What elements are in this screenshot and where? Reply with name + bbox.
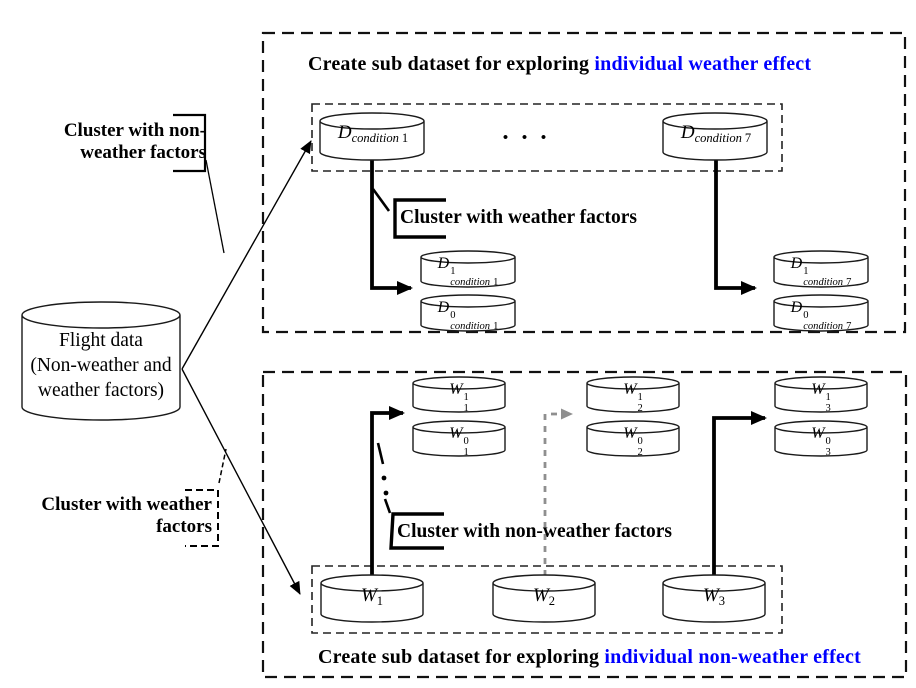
label-cluster-non-weather-inner: Cluster with non-weather factors — [397, 521, 672, 542]
cylinder-w1 — [320, 574, 424, 623]
bottom-title-blue: individual non-weather effect — [604, 646, 861, 668]
tick-bottom-connector-upper — [376, 442, 385, 465]
cylinder-d-condition-1-sup1 — [420, 250, 516, 288]
top-box-title: Create sub dataset for exploring individ… — [308, 53, 811, 76]
label-cluster-weather-left: Cluster with weather factors — [41, 494, 212, 537]
connector-w3-to-subsets — [712, 411, 767, 576]
leader-cluster-weather-left-dashed — [218, 448, 227, 484]
cylinder-label-w3: W3 — [702, 585, 726, 608]
cylinder-label-w1: W1 — [360, 585, 384, 608]
connector-w1-to-subsets — [370, 406, 405, 576]
tick-bottom-connector-lower — [383, 498, 392, 514]
bracket-cluster-weather-inner — [393, 198, 446, 239]
label-cluster-weather-inner: Cluster with weather factors — [400, 207, 638, 228]
cylinder-label-w2: W2 — [532, 585, 556, 608]
leader-cluster-non-weather-left — [205, 159, 225, 254]
bracket-cluster-non-weather-left — [173, 113, 207, 173]
cylinder-w2-sup0 — [586, 420, 680, 457]
cylinder-w2-sup1 — [586, 376, 680, 413]
bottom-inner-dashed-box — [311, 565, 783, 634]
bottom-title-black: Create sub dataset for exploring — [318, 646, 605, 668]
arrow-flight-to-top-box — [181, 140, 312, 370]
ellipsis-between-conditions: • • • — [502, 130, 552, 146]
cylinder-d-condition-7-sup0 — [773, 294, 869, 332]
connector-dcondition1-to-subsets — [370, 156, 413, 295]
cylinder-w3 — [662, 574, 766, 623]
bottom-box-title: Create sub dataset for exploring individ… — [318, 646, 861, 669]
connector-w2-to-subsets-dashed — [543, 408, 573, 576]
bracket-cluster-non-weather-inner — [389, 512, 444, 550]
tick-top-connector — [371, 188, 391, 212]
ellipsis-dot — [383, 490, 389, 496]
connector-dcondition7-to-subsets — [714, 156, 757, 295]
top-inner-dashed-box — [311, 103, 783, 172]
label-cluster-non-weather-left: Cluster with non- weather factors — [63, 120, 206, 163]
cylinder-w3-sup0 — [774, 420, 868, 457]
cylinder-d-condition-7 — [662, 112, 768, 161]
top-title-black: Create sub dataset for exploring — [308, 53, 595, 75]
arrow-flight-to-bottom-box — [181, 368, 301, 595]
flight-data-label: Flight data (Non-weather and weather fac… — [30, 330, 172, 401]
cylinder-w1-sup0 — [412, 420, 506, 457]
top-outer-dashed-box — [261, 31, 907, 334]
ellipsis-dot — [381, 475, 387, 481]
top-title-blue: individual weather effect — [594, 53, 812, 75]
cylinder-d-condition-7-sup1 — [773, 250, 869, 288]
cylinder-w3-sup1 — [774, 376, 868, 413]
bracket-cluster-weather-left-dashed — [185, 489, 219, 547]
cylinder-d-condition-1-sup0 — [420, 294, 516, 332]
cylinder-flight-data — [21, 301, 181, 421]
cylinder-w1-sup1 — [412, 376, 506, 413]
cylinder-d-condition-1 — [319, 112, 425, 161]
cylinder-w2 — [492, 574, 596, 623]
